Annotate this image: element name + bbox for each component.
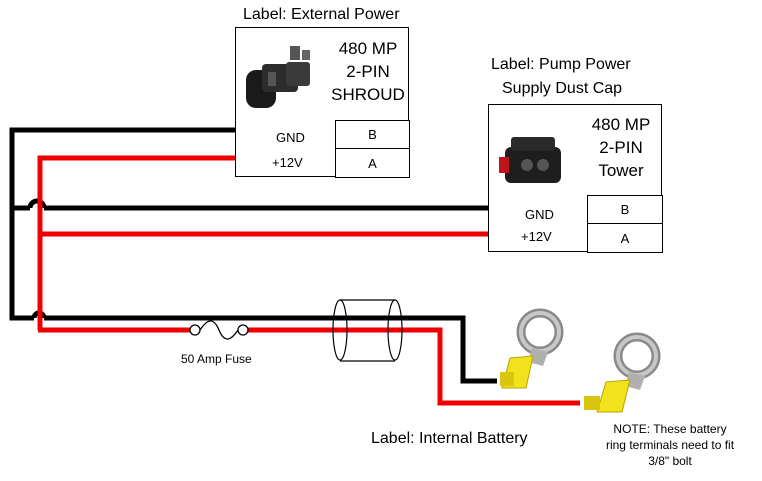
fuse-symbol bbox=[189, 320, 249, 340]
ring-terminal-ground bbox=[500, 308, 564, 389]
battery-terminal-note: NOTE: These battery ring terminals need … bbox=[580, 421, 760, 469]
note-line3: 3/8" bolt bbox=[648, 454, 692, 468]
pump-connector-line3: Tower bbox=[598, 161, 644, 180]
ground-jumper bbox=[27, 198, 47, 209]
tower-connector-icon bbox=[499, 137, 561, 183]
ring-terminal-positive bbox=[584, 332, 661, 413]
positive-wires bbox=[37, 155, 580, 406]
external-connector-line3: SHROUD bbox=[331, 85, 405, 104]
external-pin-a-cell: A bbox=[335, 148, 410, 178]
note-line2: ring terminals need to fit bbox=[605, 438, 735, 452]
fuse-label: 50 Amp Fuse bbox=[181, 352, 252, 366]
shroud-connector-icon bbox=[246, 46, 310, 108]
ground-wires bbox=[9, 127, 497, 384]
external-pin-12v-label: +12V bbox=[272, 155, 303, 170]
external-pin-b-cell: B bbox=[335, 120, 410, 149]
pump-pin-12v-label: +12V bbox=[521, 229, 552, 244]
pump-pin-gnd-label: GND bbox=[525, 207, 554, 222]
ground-wire-battery bbox=[44, 315, 497, 384]
positive-wire-external-power bbox=[37, 155, 236, 330]
positive-wire-battery bbox=[248, 327, 580, 406]
external-pin-gnd-label: GND bbox=[276, 130, 305, 145]
pump-connector-line1: 480 MP bbox=[591, 115, 651, 134]
internal-battery-label: Label: Internal Battery bbox=[371, 430, 528, 447]
external-connector-line2: 2-PIN bbox=[346, 62, 390, 81]
external-power-label: Label: External Power bbox=[243, 6, 400, 23]
external-connector-line1: 480 MP bbox=[338, 39, 398, 58]
pump-pin-a-cell: A bbox=[587, 223, 663, 253]
pump-connector-line2: 2-PIN bbox=[599, 138, 643, 157]
pump-power-label-line2: Supply Dust Cap bbox=[502, 80, 623, 97]
wire-sleeve bbox=[332, 299, 403, 362]
note-line1: NOTE: These battery bbox=[613, 422, 727, 436]
ground-wire-external-power bbox=[9, 127, 236, 321]
pump-power-connector: 480 MP 2-PIN Tower GND +12V B A bbox=[488, 104, 663, 253]
pump-pin-b-cell: B bbox=[587, 195, 663, 224]
pump-power-label-line1: Label: Pump Power bbox=[491, 56, 631, 73]
external-power-connector: 480 MP 2-PIN SHROUD GND +12V B A bbox=[235, 27, 410, 178]
